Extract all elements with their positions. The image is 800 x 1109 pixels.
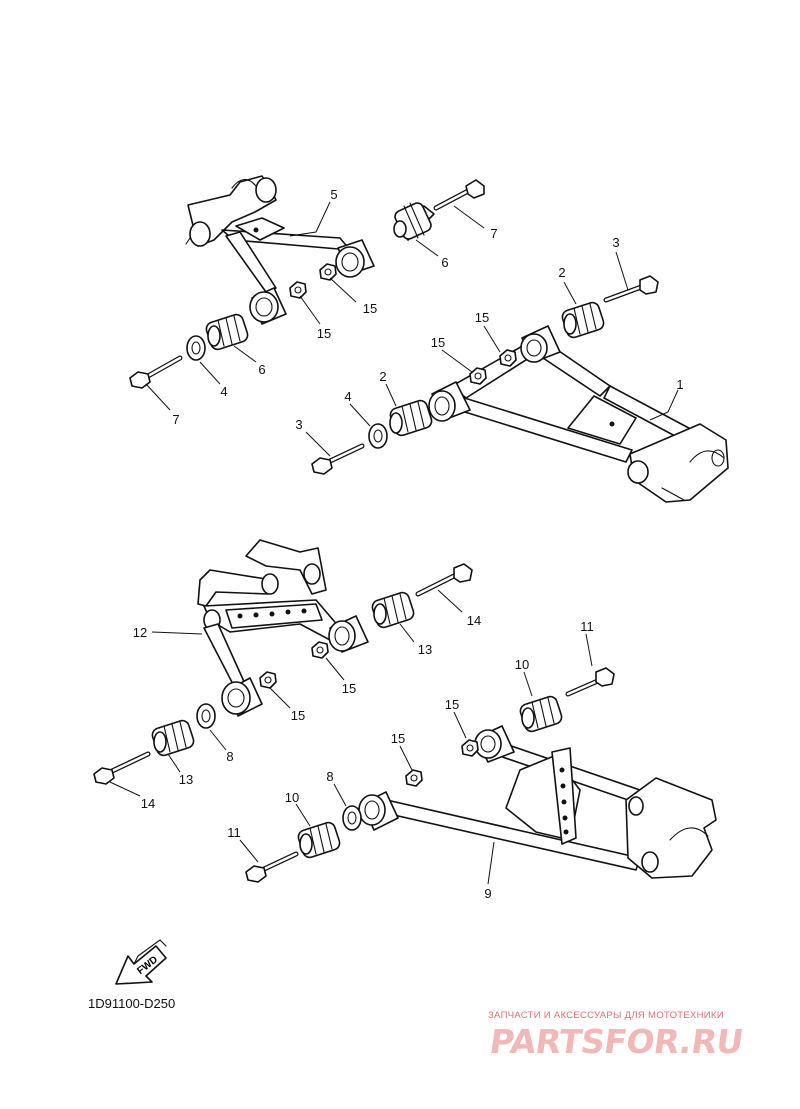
watermark-tagline: ЗАПЧАСТИ И АКСЕССУАРЫ ДЛЯ МОТОТЕХНИКИ	[488, 1010, 724, 1021]
upper-arm-rear	[197, 539, 369, 717]
fwd-arrow-icon: FWD	[115, 939, 167, 985]
washer-8-left	[196, 703, 216, 729]
bushing-10-right	[519, 695, 563, 733]
callout-8: 8	[226, 749, 233, 764]
callout-15: 15	[391, 731, 405, 746]
bushing-13-top	[371, 591, 415, 629]
callout-1: 1	[676, 377, 683, 392]
callout-9: 9	[484, 886, 491, 901]
lower-arm-rear	[358, 725, 717, 879]
callout-14: 14	[141, 796, 155, 811]
callout-7: 7	[490, 226, 497, 241]
nut-15-c	[499, 349, 517, 367]
watermark-logo: PARTSFOR.RU	[487, 1022, 746, 1061]
leader-lines	[109, 201, 679, 885]
upper-arm-left	[185, 175, 375, 325]
callout-11: 11	[227, 825, 241, 840]
callout-7: 7	[172, 412, 179, 427]
washer-4-lower	[368, 423, 388, 449]
bushing-13-left	[151, 719, 195, 757]
callout-3: 3	[295, 417, 302, 432]
lower-arm-front	[428, 325, 729, 503]
nut-15-b	[289, 281, 307, 299]
callout-13: 13	[179, 772, 193, 787]
callout-15: 15	[363, 301, 377, 316]
nut-15-a	[319, 263, 337, 281]
callout-10: 10	[285, 790, 299, 805]
callout-15: 15	[342, 681, 356, 696]
bolt-11-left	[245, 851, 299, 883]
callout-12: 12	[133, 625, 147, 640]
callout-labels: 5 7 6 3 2 15 15 6 4 7 15 15 1 2 4 3 12 1…	[133, 187, 684, 901]
bolt-7-left	[129, 355, 183, 389]
nut-15-e	[311, 641, 329, 659]
callout-15: 15	[317, 326, 331, 341]
diagram-code: 1D91100-D250	[88, 996, 176, 1011]
washer-4-left	[186, 335, 206, 361]
nut-15-h	[405, 769, 423, 787]
callout-5: 5	[330, 187, 337, 202]
callout-10: 10	[515, 657, 529, 672]
callout-11: 11	[580, 619, 594, 634]
callout-15: 15	[445, 697, 459, 712]
bolt-14-top	[415, 563, 473, 597]
nut-15-f	[259, 671, 277, 689]
bushing-2-right	[561, 301, 605, 339]
callout-15: 15	[475, 310, 489, 325]
callout-3: 3	[612, 235, 619, 250]
callout-6: 6	[258, 362, 265, 377]
bushing-6-top	[393, 202, 435, 241]
callout-15: 15	[291, 708, 305, 723]
nut-15-g	[461, 739, 479, 757]
callout-13: 13	[418, 642, 432, 657]
bushing-10-left	[297, 821, 341, 859]
callout-4: 4	[220, 384, 227, 399]
nut-15-d	[469, 367, 487, 385]
callout-2: 2	[558, 265, 565, 280]
bolt-7-top	[433, 179, 485, 211]
callout-14: 14	[467, 613, 481, 628]
callout-2: 2	[379, 369, 386, 384]
bolt-11-right	[565, 667, 615, 697]
callout-15: 15	[431, 335, 445, 350]
bolt-3-right	[603, 275, 659, 303]
bushing-2-left	[389, 399, 433, 437]
bolt-3-lower	[311, 443, 365, 475]
bushing-6-left	[205, 313, 249, 351]
washer-8-lower	[342, 805, 362, 831]
callout-4: 4	[344, 389, 351, 404]
callout-8: 8	[326, 769, 333, 784]
callout-6: 6	[441, 255, 448, 270]
bolt-14-left	[93, 751, 151, 785]
